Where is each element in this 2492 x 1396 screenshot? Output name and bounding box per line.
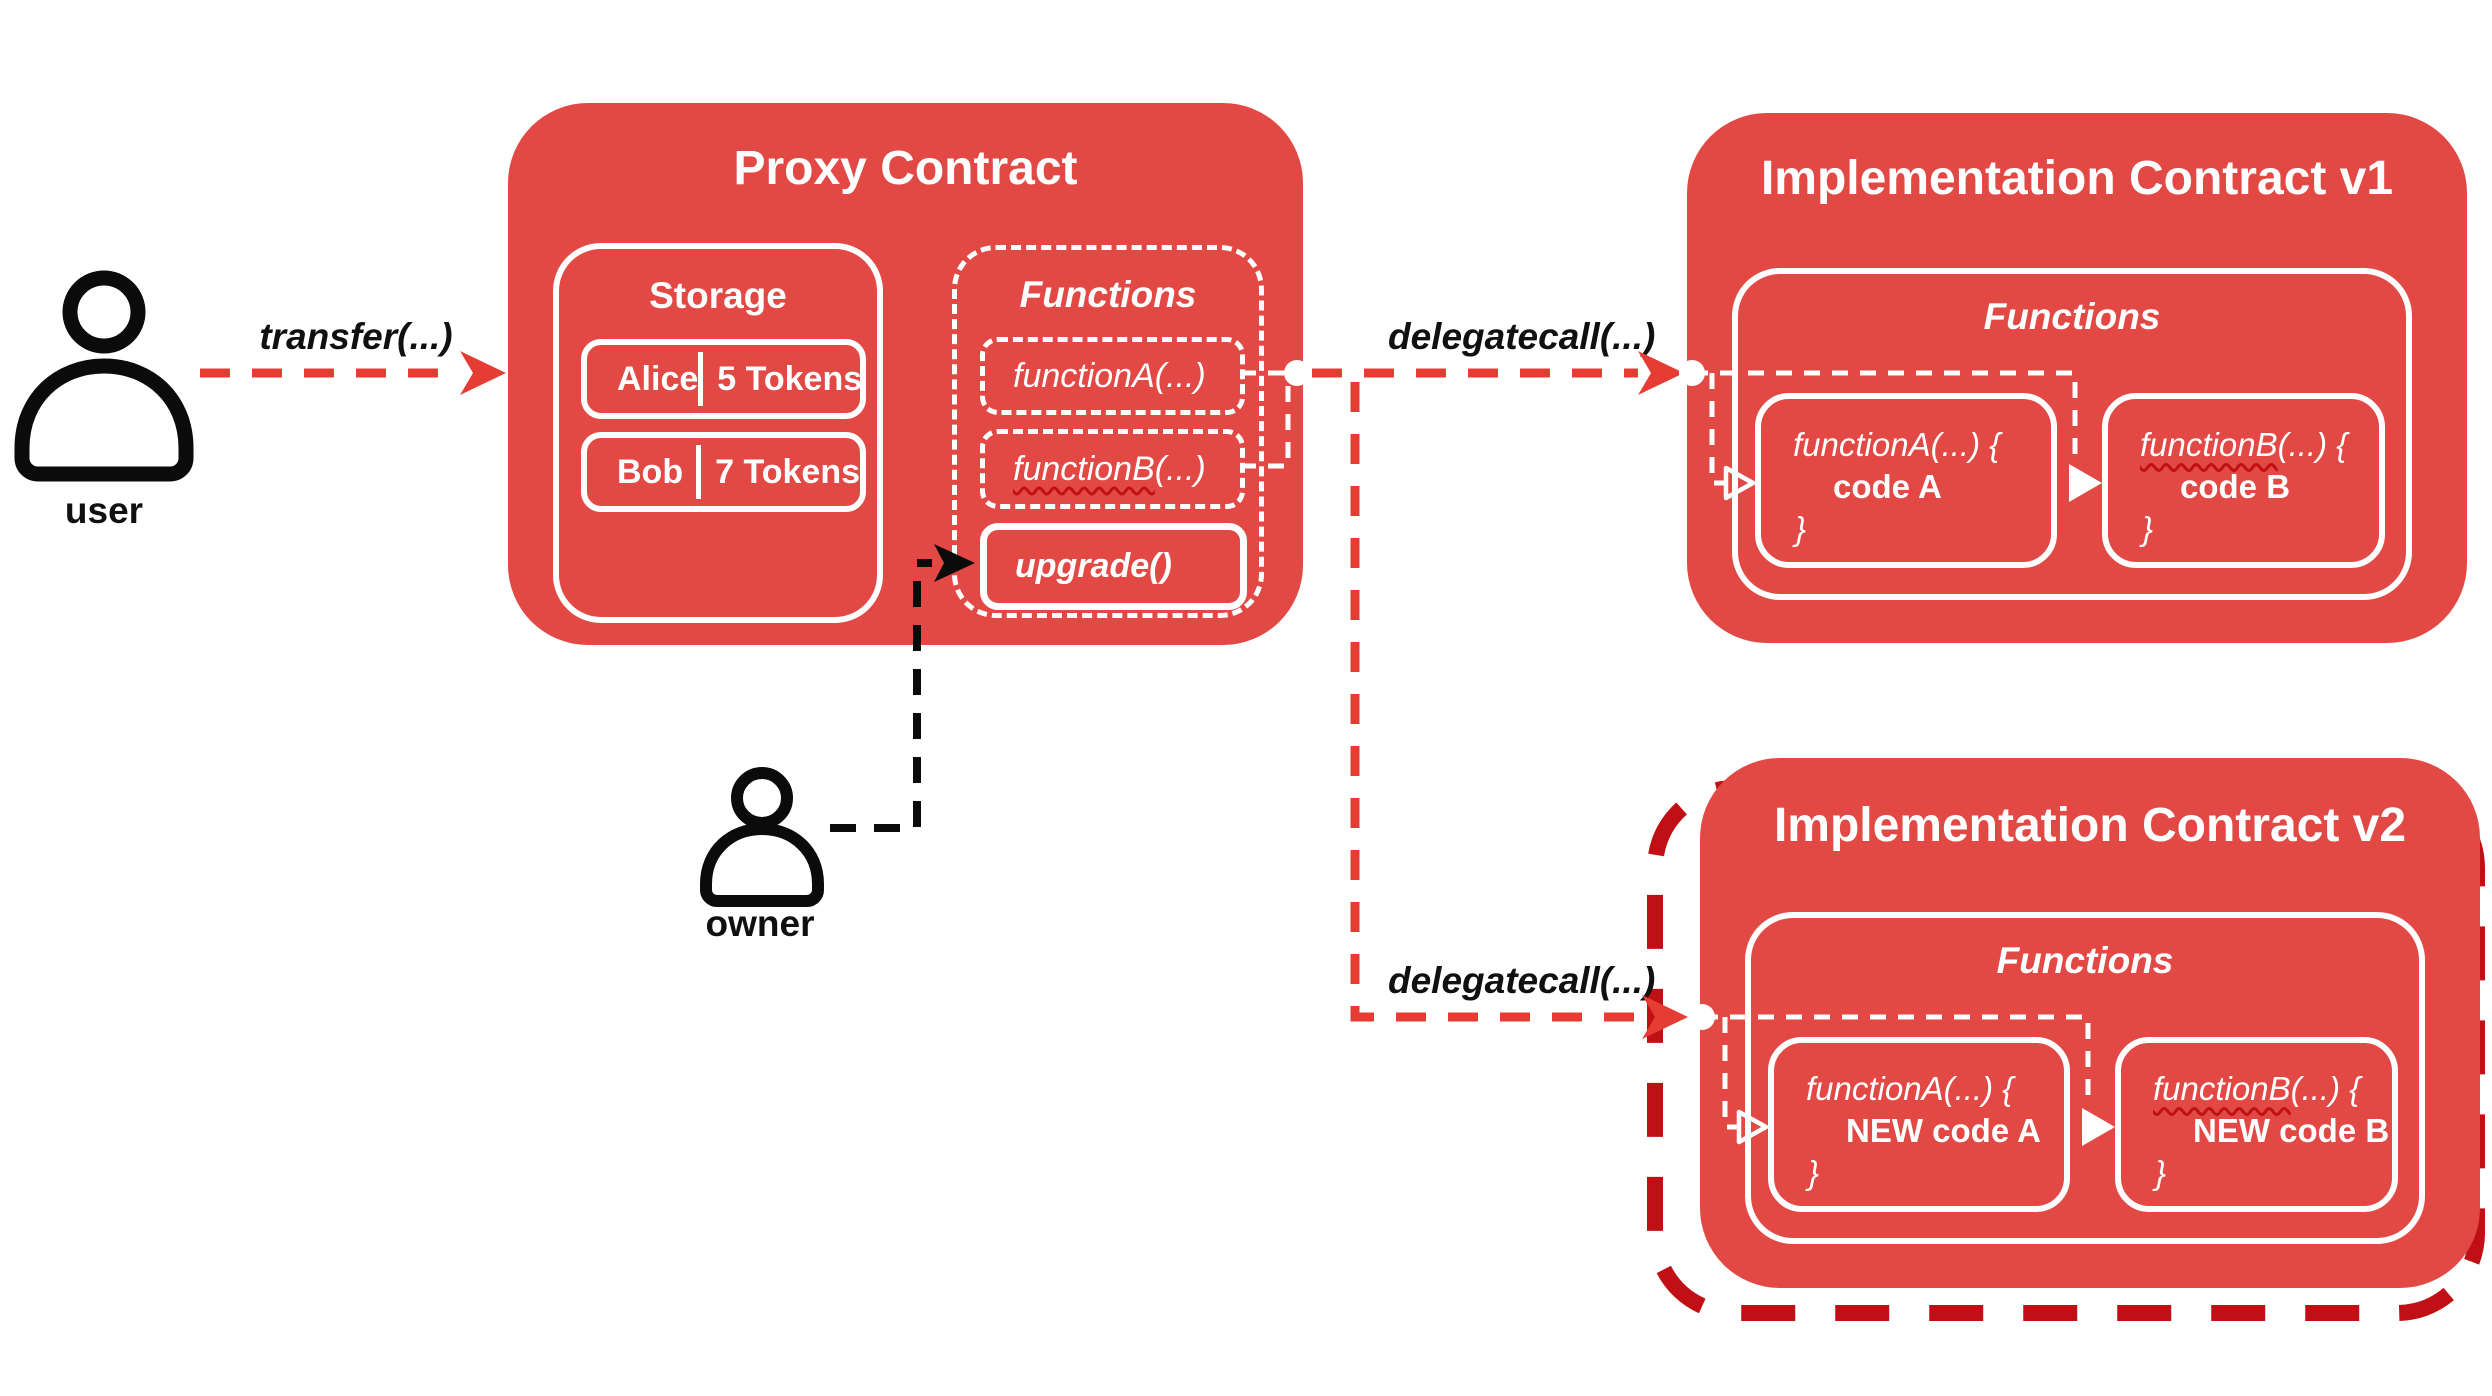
delegatecall-v1-label: delegatecall(...) xyxy=(1388,316,1656,357)
impl-v1-function-a-body: code A xyxy=(1833,468,1942,505)
proxy-function-b-args: (...) xyxy=(1154,449,1206,488)
proxy-contract-title: Proxy Contract xyxy=(733,142,1078,195)
storage-row-divider xyxy=(696,445,702,499)
proxy-storage-title: Storage xyxy=(649,275,787,316)
impl-v2-function-b-sig: (...) { xyxy=(2290,1070,2361,1107)
transfer-call-label: transfer(...) xyxy=(259,316,453,357)
storage-bob-name: Bob xyxy=(617,452,684,491)
proxy-function-a-args: (...) xyxy=(1154,356,1206,395)
proxy-upgrade-label: upgrade() xyxy=(1015,547,1172,585)
proxy-functions-title: Functions xyxy=(1019,274,1197,315)
owner-icon xyxy=(700,767,824,907)
proxy-function-a: functionA(...) xyxy=(980,337,1245,415)
delegatecall-v2-label: delegatecall(...) xyxy=(1388,960,1656,1001)
delegatecall-v1-arrowhead xyxy=(1638,351,1684,395)
storage-alice-amount: 5 Tokens xyxy=(717,359,863,398)
impl-v1-function-a-sig: (...) { xyxy=(1930,426,2001,463)
impl-v2-function-a-close: } xyxy=(1808,1154,1820,1191)
impl-v2-function-b-body: NEW code B xyxy=(2193,1112,2390,1149)
impl-v2-function-b-close: } xyxy=(2155,1154,2167,1191)
proxy-functions-box: Functions functionA(...) functionB(...) … xyxy=(952,245,1264,618)
impl-v2-functions-box: Functions functionA(...) { NEW code A } … xyxy=(1745,912,2425,1244)
proxy-function-b-name: functionB xyxy=(1013,449,1155,488)
impl-v1-function-b-box: functionB(...) { code B } xyxy=(2102,393,2385,568)
impl-v1-function-b-body: code B xyxy=(2180,468,2291,505)
storage-alice-name: Alice xyxy=(617,359,699,398)
impl-v1-function-b-name: functionB xyxy=(2140,426,2278,463)
storage-row-divider xyxy=(698,352,704,406)
impl-v1-function-a-name: functionA xyxy=(1793,426,1931,463)
user-label: user xyxy=(64,490,144,531)
impl-v2-box: Implementation Contract v2 Functions fun… xyxy=(1700,758,2480,1288)
impl-v2-function-b-name: functionB xyxy=(2153,1070,2291,1107)
proxy-storage-box: Storage Alice 5 Tokens Bob 7 Tokens xyxy=(553,243,883,623)
delegatecall-v2-line xyxy=(1350,382,1640,1022)
impl-v2-title: Implementation Contract v2 xyxy=(1773,799,2407,852)
impl-v1-function-a-box: functionA(...) { code A } xyxy=(1755,393,2057,568)
impl-v2-function-a-box: functionA(...) { NEW code A } xyxy=(1768,1037,2070,1212)
impl-v1-functions-title: Functions xyxy=(1983,296,2161,337)
storage-row-alice: Alice 5 Tokens xyxy=(581,339,866,419)
impl-v1-functions-box: Functions functionA(...) { code A } func… xyxy=(1732,268,2412,600)
impl-v2-function-a-sig: (...) { xyxy=(1943,1070,2014,1107)
impl-v1-function-a-close: } xyxy=(1795,510,1807,547)
impl-v2-functions-title: Functions xyxy=(1996,940,2174,981)
impl-v1-box: Implementation Contract v1 Functions fun… xyxy=(1687,113,2467,643)
storage-bob-amount: 7 Tokens xyxy=(715,452,860,491)
delegatecall-v2-arrowhead xyxy=(1642,995,1688,1039)
user-icon xyxy=(14,270,194,482)
impl-v1-function-b-sig: (...) { xyxy=(2277,426,2348,463)
proxy-function-a-name: functionA xyxy=(1013,356,1155,395)
impl-v2-function-a-body: NEW code A xyxy=(1846,1112,2041,1149)
impl-v2-function-a-name: functionA xyxy=(1806,1070,1944,1107)
impl-v1-function-b-close: } xyxy=(2142,510,2154,547)
impl-v2-function-b-box: functionB(...) { NEW code B } xyxy=(2115,1037,2398,1212)
owner-label: owner xyxy=(705,903,815,944)
proxy-function-b: functionB(...) xyxy=(980,429,1245,509)
storage-row-bob: Bob 7 Tokens xyxy=(581,432,866,512)
impl-v1-title: Implementation Contract v1 xyxy=(1760,152,2394,205)
proxy-upgrade-function: upgrade() xyxy=(980,523,1247,610)
proxy-contract-box: Proxy Contract Storage Alice 5 Tokens Bo… xyxy=(508,103,1303,645)
